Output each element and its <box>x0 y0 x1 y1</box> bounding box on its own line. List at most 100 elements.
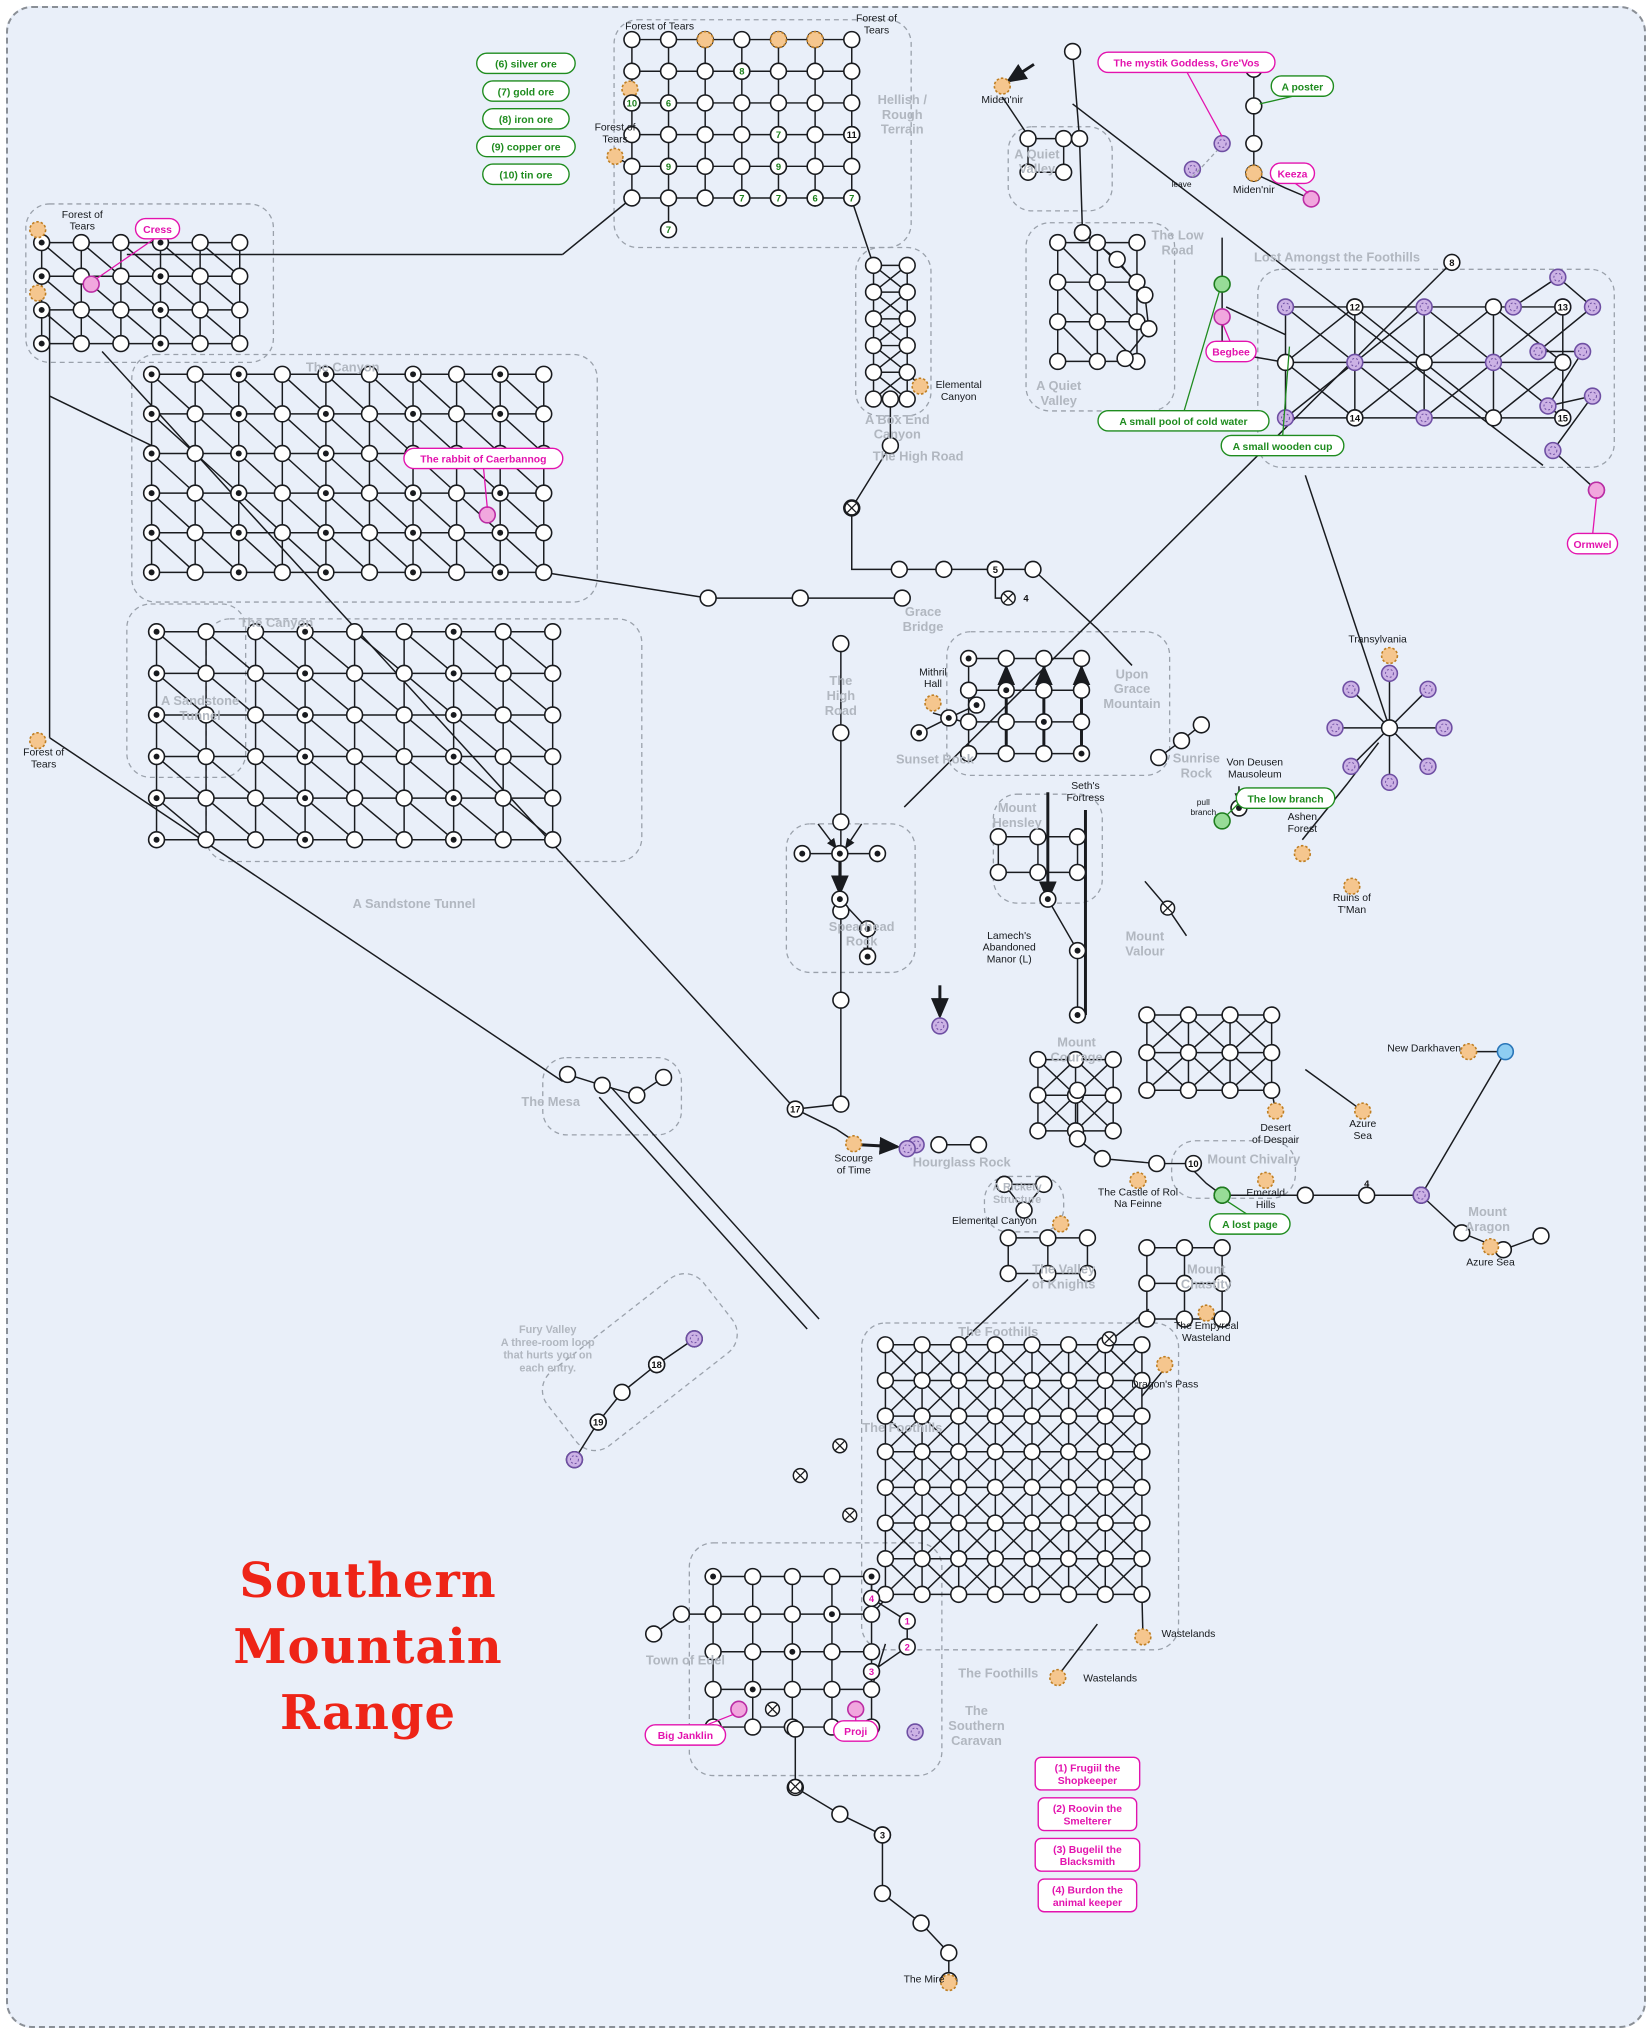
npc-label-box: Keeza <box>1269 162 1316 185</box>
region-outline <box>613 19 912 249</box>
label-connector <box>1185 70 1223 137</box>
map-node-plain <box>744 1718 762 1736</box>
map-edge <box>156 755 207 799</box>
map-node-plain <box>246 831 265 849</box>
map-node-plain <box>949 1443 968 1461</box>
place-label-line: Emerald <box>1246 1188 1285 1199</box>
region-label-line: Caravan <box>951 1733 1002 1748</box>
map-node-dot <box>862 1567 881 1586</box>
map-node-plain <box>659 94 678 112</box>
plain-room-icon <box>360 563 379 582</box>
label-box-text-line: (6) silver ore <box>495 60 557 71</box>
plain-room-icon <box>246 789 265 807</box>
plain-room-icon <box>823 1567 841 1586</box>
plain-room-icon <box>1068 863 1087 882</box>
map-node-plain <box>769 94 788 112</box>
map-node-plain <box>862 1605 881 1623</box>
plain-room-icon <box>1054 163 1073 181</box>
region-outline <box>541 1273 738 1452</box>
map-edge <box>205 755 257 799</box>
map-node-plain <box>535 365 553 384</box>
map-node-plain <box>786 1720 805 1738</box>
fuzzy-texture <box>1187 164 1197 174</box>
plain-room-icon <box>1054 129 1073 148</box>
room-dot <box>410 410 417 417</box>
map-node-plain <box>806 189 824 207</box>
label-box-text-line: The rabbit of Caerbannog <box>420 455 546 466</box>
fuzzy-texture <box>1281 302 1290 312</box>
region-label-line: Hellish / <box>878 92 928 107</box>
plain-room-icon <box>733 189 751 207</box>
map-edge <box>903 261 1453 808</box>
map-node-plain <box>1148 1154 1166 1173</box>
plain-room-icon <box>1029 828 1047 846</box>
region-label-line: that hurts you on <box>503 1350 592 1362</box>
plain-room-icon <box>1096 1549 1114 1568</box>
map-edge <box>412 532 458 573</box>
map-node-pink <box>730 1700 748 1718</box>
map-node-orange <box>606 147 624 166</box>
label-box-text-line: Begbee <box>1212 348 1250 359</box>
map-node-dot <box>444 747 463 766</box>
map-node-door <box>764 1701 781 1717</box>
map-node-plain <box>1049 352 1067 371</box>
region-label: Mount Chivalry <box>1207 1152 1301 1167</box>
map-edge <box>1057 281 1098 323</box>
map-node-plain <box>1035 681 1053 699</box>
label-box-bg <box>1270 75 1335 97</box>
map-node-dot <box>404 484 422 502</box>
door-cross <box>846 503 857 513</box>
map-node-plain <box>733 189 751 207</box>
label-box-bg <box>1097 409 1270 432</box>
layer-nodes <box>28 30 1606 1992</box>
fuzzy-room-icon <box>1276 409 1295 427</box>
map-node-plain <box>1443 253 1461 272</box>
plain-room-icon <box>1140 320 1158 338</box>
map-node-plain <box>494 706 512 724</box>
plain-room-icon <box>696 62 714 80</box>
map-node-plain <box>873 1884 892 1903</box>
plain-room-icon <box>395 831 413 849</box>
map-node-plain <box>806 125 824 144</box>
map-edge <box>453 631 504 674</box>
place-label: Transylvania <box>1348 635 1407 646</box>
plain-room-icon <box>197 623 215 641</box>
plain-room-icon <box>997 649 1015 668</box>
map-node-dot <box>151 267 170 285</box>
door-cross <box>767 1704 778 1715</box>
map-edge <box>543 571 709 599</box>
map-node-dot <box>230 365 248 384</box>
place-label-line: Transylvania <box>1348 635 1407 646</box>
map-node-plain <box>1415 353 1433 372</box>
map-node-plain <box>744 1567 762 1586</box>
map-node-dot <box>230 524 248 542</box>
plain-room-icon <box>543 623 562 641</box>
map-node-dot <box>1068 1006 1087 1024</box>
region-label-line: Tunnel <box>180 708 221 723</box>
plain-room-icon <box>672 1605 691 1623</box>
map-edge <box>403 672 455 716</box>
fuzzy-room-icon <box>931 1017 949 1035</box>
region-label-line: Road <box>825 703 857 718</box>
map-node-plain <box>395 664 413 683</box>
plain-room-icon <box>659 94 678 112</box>
map-edge <box>573 1338 695 1461</box>
plain-room-icon <box>876 1407 895 1425</box>
plain-room-icon <box>1262 1043 1281 1062</box>
map-edge <box>368 532 414 573</box>
map-node-plain <box>1059 1443 1078 1461</box>
plain-room-icon <box>823 1680 841 1699</box>
plain-room-icon <box>659 62 678 80</box>
plain-room-icon <box>1073 223 1092 242</box>
plain-room-icon <box>783 1567 802 1586</box>
label-box-bg <box>1037 1797 1138 1832</box>
map-node-plain <box>1221 1081 1239 1099</box>
fuzzy-room-icon <box>1504 298 1522 316</box>
label-box-text-line: The low branch <box>1247 794 1323 805</box>
plain-room-icon <box>1072 649 1091 668</box>
plain-room-icon <box>360 444 379 463</box>
map-node-fuzzy <box>1412 1186 1430 1204</box>
map-node-plain <box>447 484 466 502</box>
